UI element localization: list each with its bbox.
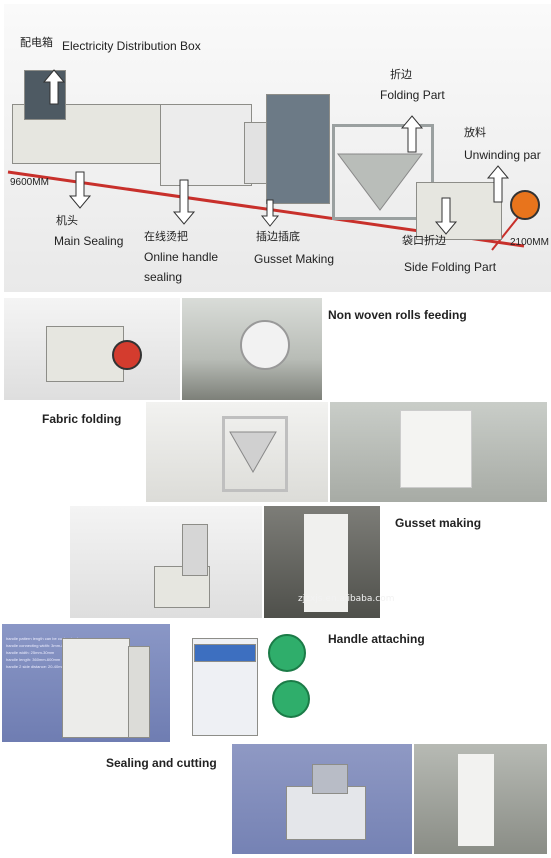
gusset-fabric (304, 514, 348, 612)
step-title-fabric-folding: Fabric folding (42, 412, 122, 426)
gusset-tower (182, 524, 208, 576)
fabric-folding-render (146, 402, 328, 502)
handle-blue-panel (194, 644, 256, 662)
handle-roll-bottom (272, 680, 310, 718)
arrow-down-icon (434, 197, 458, 235)
gusset-photo: zjzxjs.en.alibaba.com (264, 506, 394, 618)
folding-label-en: Folding Part (380, 88, 445, 102)
feeding-machine (46, 326, 124, 382)
main-sealing-label-cn: 机头 (56, 215, 78, 227)
distribution-label-en: Electricity Distribution Box (62, 39, 201, 53)
handle-cabinet (62, 638, 130, 738)
handle-roll-top (268, 634, 306, 672)
sealing-fabric (458, 754, 494, 846)
folding-triangle (337, 153, 423, 211)
watermark: zjzxjs.en.alibaba.com (298, 594, 395, 604)
step-title-sealing-cutting: Sealing and cutting (106, 756, 217, 770)
length-dimension: 9600MM (10, 177, 49, 188)
feeding-photo (182, 298, 322, 400)
handle-attaching-render (172, 624, 318, 742)
folding-label-cn: 折边 (390, 69, 412, 81)
handle-note: handle connecting width: 3mm-8mm (6, 643, 71, 648)
unwinding-label-cn: 放料 (464, 127, 486, 139)
step-title-feeding: Non woven rolls feeding (328, 308, 467, 322)
handle-render: handle pattern length can be customized … (2, 624, 170, 742)
unwinding-label-en: Unwinding par (464, 148, 541, 162)
arrow-up-icon (400, 115, 424, 153)
step-title-gusset-making: Gusset making (395, 516, 482, 530)
side-folding-label-en: Side Folding Part (404, 260, 497, 274)
handle-label-cn: 在线烫把 (144, 231, 188, 243)
handle-label-en-2: sealing (144, 270, 183, 284)
handle-note: handle pattern length can be customized (6, 636, 79, 641)
arrow-down-icon (172, 179, 196, 225)
fabric-folding-photo (330, 402, 547, 502)
arrow-down-icon (260, 199, 280, 227)
gusset-label-en: Gusset Making (254, 252, 335, 266)
gusset-unit (266, 94, 330, 204)
gusset-label-cn: 插边插底 (256, 231, 300, 243)
unwinding-roll (510, 190, 540, 220)
handle-label-en-1: Online handle (144, 250, 219, 264)
feeding-roll (112, 340, 142, 370)
folding-frame (332, 124, 434, 220)
handle-note: handle length: 360mm-600mm (6, 657, 61, 662)
step-title-handle-attaching: Handle attaching (328, 632, 425, 646)
arrow-up-icon (42, 69, 66, 105)
feeding-render (4, 298, 180, 400)
handle-note: handle width: 25mm-30mm (6, 650, 55, 655)
arrow-up-icon (486, 165, 510, 203)
fabric-sheet (400, 410, 472, 488)
sealing-photo (414, 744, 547, 854)
folding-frame-render (222, 416, 288, 492)
side-folding-unit (416, 182, 502, 240)
sealing-head (312, 764, 348, 794)
width-dimension: 2100MM (510, 237, 549, 248)
main-sealing-label-en: Main Sealing (54, 234, 124, 248)
fabric-roll (240, 320, 290, 370)
arrow-down-icon (68, 171, 92, 209)
machine-overview-panel: 配电箱 Electricity Distribution Box 折边 Fold… (4, 4, 551, 292)
handle-sealing-box (160, 104, 252, 186)
folding-plate (229, 431, 277, 474)
sealing-render (232, 744, 412, 854)
handle-cabinet-side (128, 646, 150, 738)
handle-note: handle 2 side distance: 20-40mm (6, 664, 65, 669)
distribution-label-cn: 配电箱 (20, 37, 53, 49)
gusset-render (70, 506, 262, 618)
sealing-machine (286, 786, 366, 840)
side-folding-label-cn: 袋口折边 (402, 235, 446, 247)
